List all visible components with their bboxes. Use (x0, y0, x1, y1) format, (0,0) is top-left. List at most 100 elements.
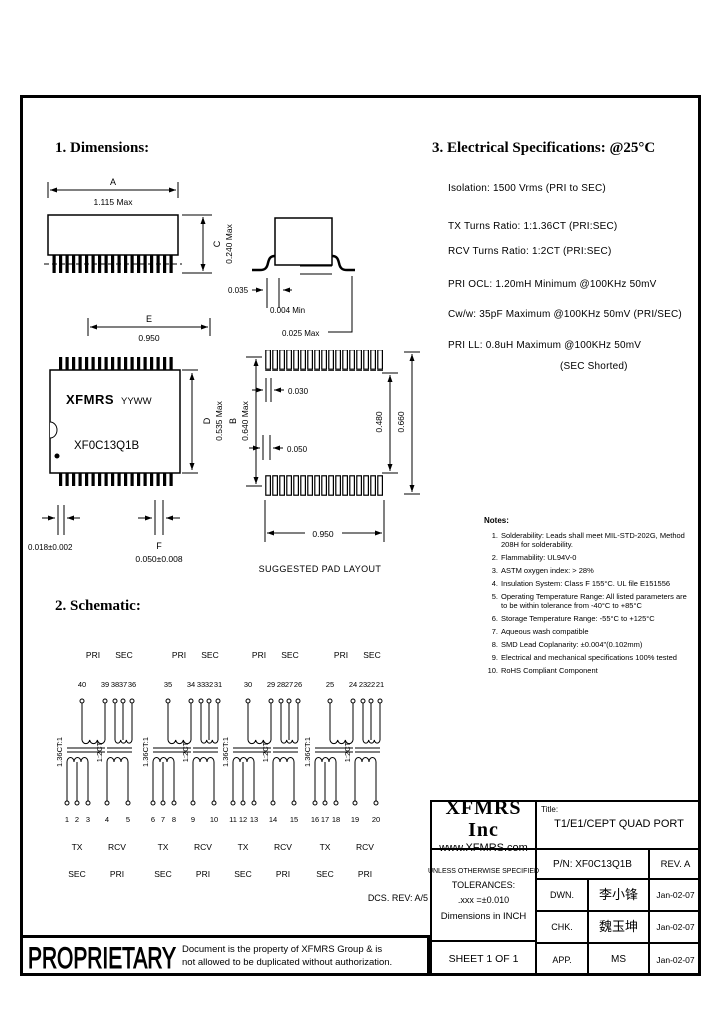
proprietary-word-graphic: PROPRIETARY (28, 942, 177, 976)
pin-number: 1 (65, 815, 69, 824)
rcv-winding-label: PRI (276, 869, 290, 879)
note-item: 5.Operating Temperature Range: All liste… (484, 592, 698, 610)
spec-sec-shorted: (SEC Shorted) (560, 361, 628, 372)
title-block: XFMRS Inc www.XFMRS.com Title: T1/E1/CEP… (428, 797, 701, 976)
rcv-label: RCV (108, 842, 126, 852)
dim-e-letter: E (146, 314, 152, 324)
rcv-label: RCV (356, 842, 374, 852)
tolerances-cell: UNLESS OTHERWISE SPECIFIED TOLERANCES: .… (428, 850, 539, 940)
pin-number: 3 (86, 815, 90, 824)
sec-label: SEC (363, 650, 380, 660)
note-text: ASTM oxygen index: > 28% (501, 566, 594, 575)
spec-tx-turns-ratio: TX Turns Ratio: 1:1.36CT (PRI:SEC) (448, 221, 618, 232)
pin-number: 21 (376, 680, 384, 689)
checked-label: CHK. (537, 912, 589, 944)
rcv-label: RCV (194, 842, 212, 852)
dim-pad-row-width: 0.950 (312, 529, 334, 539)
section-electrical-heading: 3. Electrical Specifications: @25°C (432, 140, 656, 156)
note-number: 9. (491, 653, 498, 662)
side-view-drawing (252, 217, 355, 333)
pin-number: 14 (269, 815, 277, 824)
dim-e-value: 0.950 (138, 333, 160, 343)
approved-date: Jan-02-07 (656, 955, 695, 965)
rcv-ratio-label: 1:2CT (261, 741, 270, 762)
revision-cell: REV. A (650, 850, 701, 880)
schematic-group-3: PRI SEC 30 29 28 27 26 1.36CT:1 1:2CT 11… (221, 650, 302, 879)
rcv-winding-label: PRI (196, 869, 210, 879)
tx-ratio-label: 1.36CT:1 (141, 737, 150, 767)
pin-number: 26 (294, 680, 302, 689)
pin-number: 37 (119, 680, 127, 689)
pin-number: 33 (197, 680, 205, 689)
schematic-group-4: PRI SEC 25 24 23 22 21 1.36CT:1 1:2CT 16… (303, 650, 384, 879)
pin-number: 13 (250, 815, 258, 824)
pin-number: 28 (277, 680, 285, 689)
spec-isolation: Isolation: 1500 Vrms (PRI to SEC) (448, 183, 606, 194)
proprietary-strip: PROPRIETARY Document is the property of … (22, 935, 430, 976)
schematic-drawing: PRI SEC 40 39 38 37 36 1.36CT:1 1:2CT 1 … (55, 650, 384, 879)
pad-layout-caption: SUGGESTED PAD LAYOUT (259, 564, 382, 574)
tx-winding-label: SEC (316, 869, 333, 879)
note-item: 9.Electrical and mechanical specificatio… (484, 653, 698, 662)
pri-label: PRI (172, 650, 186, 660)
dim-f-value: 0.050±0.008 (135, 554, 182, 564)
dim-d-letter: D (202, 417, 212, 424)
dim-row-outer: 0.660 (396, 411, 406, 433)
pin-number: 11 (229, 815, 237, 824)
note-number: 6. (491, 614, 498, 623)
dim-standoff: 0.004 Min (270, 306, 305, 315)
note-item: 1.Solderability: Leads shall meet MIL-ST… (484, 531, 698, 549)
tx-ratio-label: 1.36CT:1 (55, 737, 64, 767)
note-item: 3.ASTM oxygen index: > 28% (484, 566, 698, 575)
note-text: Insulation System: Class F 155°C. UL fil… (501, 579, 671, 588)
spec-rcv-turns-ratio: RCV Turns Ratio: 1:2CT (PRI:SEC) (448, 246, 612, 257)
note-item: 2.Flammability: UL94V-0 (484, 553, 698, 562)
pin-number: 18 (332, 815, 340, 824)
pin-number: 15 (290, 815, 298, 824)
dim-lead-thickness: 0.025 Max (282, 329, 319, 338)
dimension-drawings: A 1.115 Max C 0.240 Max 0.035 0.004 Min … (28, 177, 420, 574)
tx-winding-label: SEC (68, 869, 85, 879)
rcv-ratio-label: 1:2CT (95, 741, 104, 762)
note-text: Solderability: Leads shall meet MIL-STD-… (501, 531, 685, 549)
pin-number: 32 (205, 680, 213, 689)
note-text: Flammability: UL94V-0 (501, 553, 577, 562)
marking-brand: XFMRS (66, 392, 114, 407)
pin-number: 7 (161, 815, 165, 824)
tx-label: TX (320, 842, 331, 852)
drawn-signature: 李小锋 (589, 880, 650, 912)
dim-lead-width: 0.018±0.002 (28, 543, 73, 552)
proprietary-line2: not allowed to be duplicated without aut… (182, 957, 393, 968)
spec-pri-leakage: PRI LL: 0.8uH Maximum @100KHz 50mV (448, 340, 642, 351)
note-item: 7.Aqueous wash compatible (484, 627, 698, 636)
dim-b-value: 0.640 Max (240, 400, 250, 440)
notes-title: Notes: (484, 516, 509, 525)
pin-number: 40 (78, 680, 86, 689)
rcv-ratio-label: 1:2CT (181, 741, 190, 762)
spec-interwinding-capacitance: Cw/w: 35pF Maximum @100KHz 50mV (PRI/SEC… (448, 309, 682, 320)
pin-number: 10 (210, 815, 218, 824)
spec-pri-ocl: PRI OCL: 1.20mH Minimum @100KHz 50mV (448, 279, 657, 290)
note-number: 8. (491, 640, 498, 649)
tx-ratio-label: 1.36CT:1 (221, 737, 230, 767)
pin-number: 6 (151, 815, 155, 824)
rcv-label: RCV (274, 842, 292, 852)
tx-label: TX (158, 842, 169, 852)
tx-label: TX (238, 842, 249, 852)
note-text: SMD Lead Coplanarity: ±0.004"(0.102mm) (501, 640, 643, 649)
note-number: 10. (487, 666, 498, 675)
pin-number: 19 (351, 815, 359, 824)
section-schematic-heading: 2. Schematic: (55, 598, 141, 614)
pin-number: 39 (101, 680, 109, 689)
note-number: 7. (491, 627, 498, 636)
schematic-group-1: PRI SEC 40 39 38 37 36 1.36CT:1 1:2CT 1 … (55, 650, 136, 879)
pin-number: 24 (349, 680, 357, 689)
dim-d-value: 0.535 Max (214, 400, 224, 440)
dim-c-value: 0.240 Max (224, 223, 234, 263)
pin-number: 27 (285, 680, 293, 689)
pri-label: PRI (334, 650, 348, 660)
company-website: www.XFMRS.com (439, 841, 528, 854)
tx-label: TX (72, 842, 83, 852)
note-text: Aqueous wash compatible (501, 627, 589, 636)
